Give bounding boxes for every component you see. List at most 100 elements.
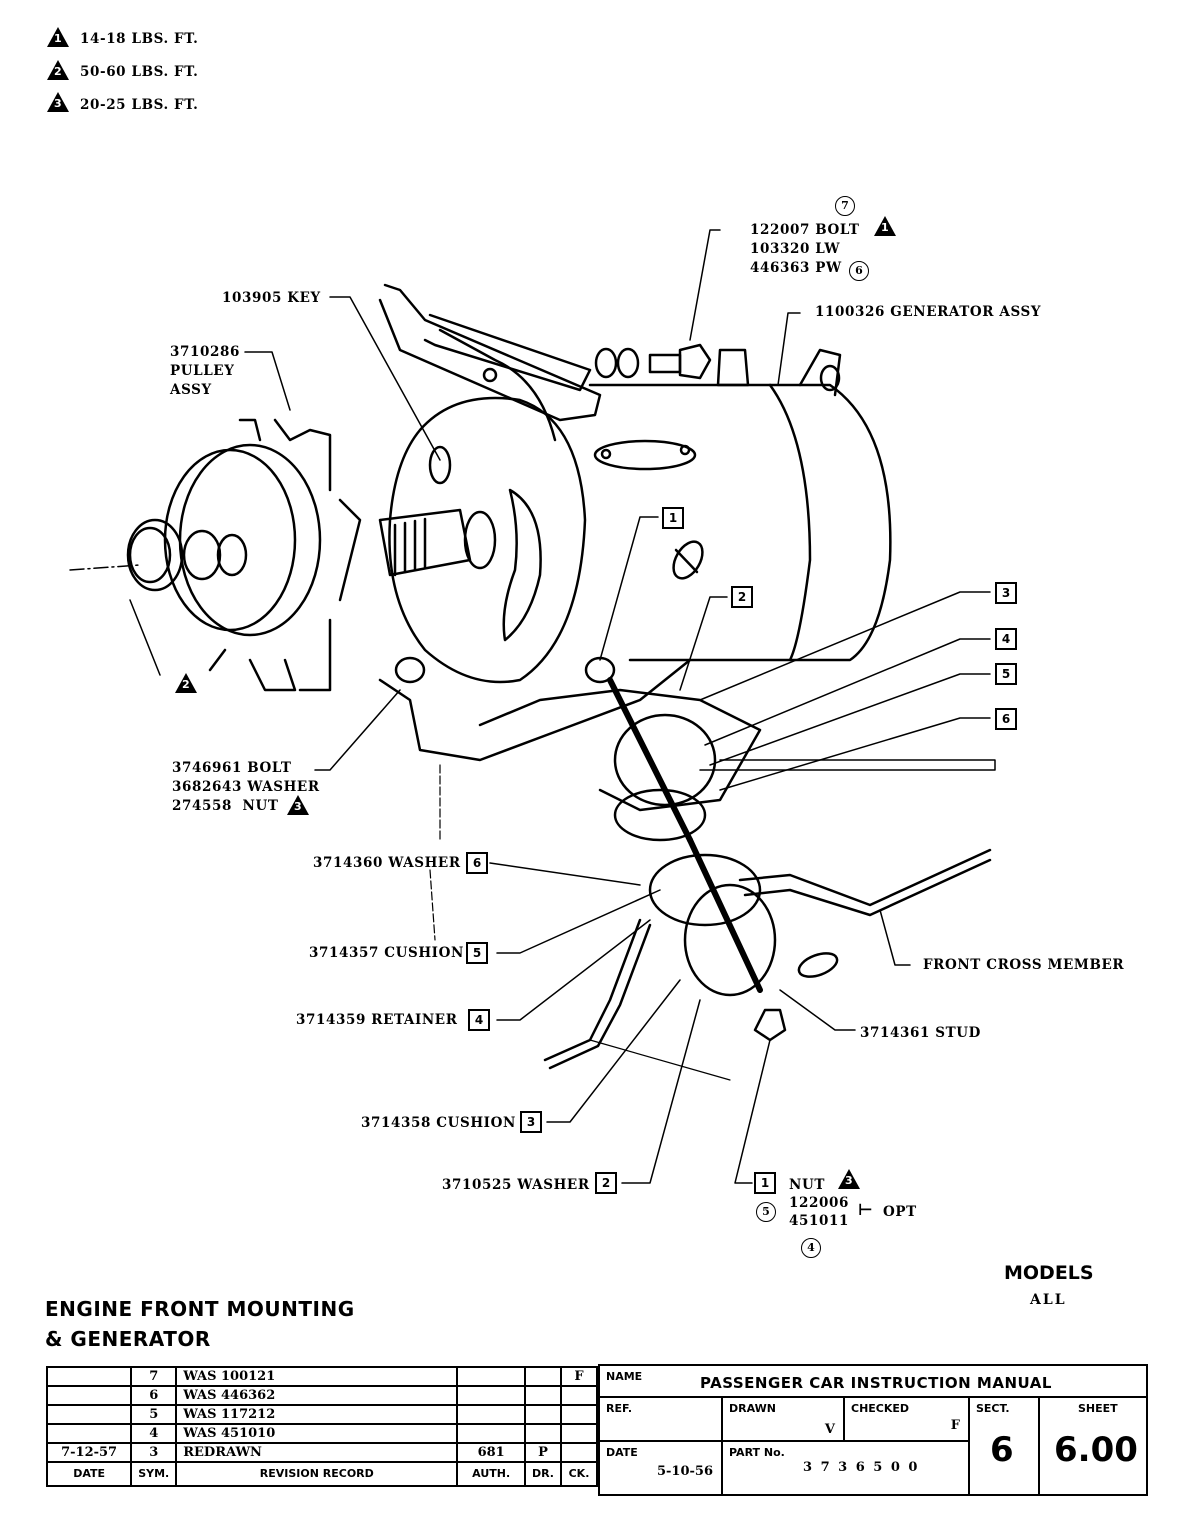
part-number-cell: PART No. 3 7 3 6 5 0 0: [721, 1440, 970, 1496]
item-box-6: 6: [466, 852, 488, 874]
part-number-value: 3 7 3 6 5 0 0: [803, 1460, 920, 1475]
date-value: 5-10-56: [656, 1464, 713, 1479]
rev-record: WAS 451010: [175, 1423, 459, 1444]
name-value: PASSENGER CAR INSTRUCTION MANUAL: [700, 1374, 1052, 1392]
item-box-1: 1: [754, 1172, 776, 1194]
nut-part-2: 451011: [789, 1213, 849, 1229]
torque-symbol-3-icon: 3: [838, 1169, 860, 1189]
front-cross-member-label: FRONT CROSS MEMBER: [923, 957, 1125, 973]
checked-label: CHECKED: [851, 1402, 910, 1415]
nut-part-1: 122006: [789, 1195, 849, 1211]
upper-box-6: 6: [995, 708, 1017, 730]
bolt-group-line-2: 103320 LW: [750, 241, 841, 257]
item-box-3: 3: [520, 1111, 542, 1133]
mount-bolt-line-1: 3746961 BOLT: [172, 760, 292, 776]
rev-auth: [456, 1366, 526, 1387]
header-record: REVISION RECORD: [175, 1461, 459, 1487]
rev-dr: [524, 1423, 562, 1444]
rev-record: WAS 117212: [175, 1404, 459, 1425]
header-date: DATE: [45, 1461, 133, 1487]
torque-value-3: 20-25 LBS. FT.: [80, 97, 199, 113]
rev-sym: 7: [130, 1366, 178, 1387]
torque-symbol-1-icon: 1: [47, 27, 69, 47]
stud-label: 3714361 STUD: [860, 1025, 981, 1041]
nut-1-label: NUT: [789, 1177, 825, 1193]
rev-dr: [524, 1366, 562, 1387]
item-box-4: 4: [468, 1009, 490, 1031]
drawn-cell: DRAWN V: [721, 1396, 845, 1442]
rev-auth: [456, 1404, 526, 1425]
rev-ck: [559, 1423, 599, 1444]
pulley-assembly: [69, 418, 362, 692]
adjusting-bracket: [378, 283, 602, 422]
rev-sym: 4: [130, 1423, 178, 1444]
generator-assy-label: 1100326 GENERATOR ASSY: [815, 304, 1042, 320]
table-row: 7 WAS 100121 F: [45, 1366, 599, 1387]
rev-sym: 3: [130, 1442, 178, 1463]
rev-record: REDRAWN: [175, 1442, 459, 1463]
models-heading: MODELS: [1004, 1262, 1094, 1284]
opt-label: OPT: [883, 1204, 917, 1220]
leader-lines: [129, 229, 991, 1184]
rev-date: [45, 1404, 133, 1425]
bolt-group-line-1: 122007 BOLT: [750, 222, 860, 238]
header-sym: SYM.: [130, 1461, 178, 1487]
rev-date: 7-12-57: [45, 1442, 133, 1463]
section-value: 6: [990, 1430, 1014, 1470]
drawing-title-line-2: & GENERATOR: [45, 1327, 211, 1351]
rev-auth: 681: [456, 1442, 526, 1463]
ref-label: REF.: [606, 1402, 633, 1415]
revision-circle-5: 5: [756, 1202, 776, 1222]
mount-bolt-line-2: 3682643 WASHER: [172, 779, 320, 795]
rev-ck: F: [559, 1366, 599, 1387]
torque-value-1: 14-18 LBS. FT.: [80, 31, 199, 47]
rev-dr: [524, 1385, 562, 1406]
cushion-5-label: 3714357 CUSHION: [309, 945, 464, 961]
header-ck: CK.: [559, 1461, 599, 1487]
rev-ck: [559, 1385, 599, 1406]
revision-record-table: 7 WAS 100121 F 6 WAS 446362 5 WAS 117212…: [45, 1366, 599, 1487]
section-label: SECT.: [976, 1402, 1010, 1415]
rev-record: WAS 100121: [175, 1366, 459, 1387]
header-auth: AUTH.: [456, 1461, 526, 1487]
rev-sym: 6: [130, 1385, 178, 1406]
pulley-assy-line-2: PULLEY: [170, 363, 235, 379]
mount-bolt-line-3: 274558 NUT: [172, 798, 279, 814]
sheet-cell: SHEET 6.00: [1038, 1396, 1148, 1496]
upper-box-4: 4: [995, 628, 1017, 650]
table-row: 5 WAS 117212: [45, 1404, 599, 1425]
name-cell: NAME PASSENGER CAR INSTRUCTION MANUAL: [598, 1364, 1148, 1398]
models-value: ALL: [1030, 1292, 1067, 1308]
pulley-assy-line-3: ASSY: [170, 382, 212, 398]
date-cell: DATE 5-10-56: [598, 1440, 723, 1496]
checked-value: F: [950, 1418, 960, 1433]
rev-dr: P: [524, 1442, 562, 1463]
section-cell: SECT. 6: [968, 1396, 1040, 1496]
table-row: 7-12-57 3 REDRAWN 681 P: [45, 1442, 599, 1463]
generator-body: [378, 328, 892, 684]
torque-symbol-2-icon: 2: [175, 673, 197, 693]
rev-ck: [559, 1442, 599, 1463]
drawn-value: V: [824, 1422, 835, 1437]
sheet-label: SHEET: [1078, 1402, 1118, 1415]
torque-symbol-1-icon: 1: [874, 216, 896, 236]
rev-dr: [524, 1404, 562, 1425]
checked-cell: CHECKED F: [843, 1396, 970, 1442]
rev-auth: [456, 1423, 526, 1444]
opt-bracket-icon: ⊢: [858, 1200, 873, 1219]
torque-symbol-2-icon: 2: [47, 60, 69, 80]
bolt-group-line-3: 446363 PW: [750, 260, 842, 276]
ref-cell: REF.: [598, 1396, 723, 1442]
key-label: 103905 KEY: [222, 290, 321, 306]
revision-circle-4: 4: [801, 1238, 821, 1258]
revision-circle-7: 7: [835, 196, 855, 216]
part-number-label: PART No.: [729, 1446, 785, 1459]
front-mount-assembly: [378, 656, 996, 1081]
upper-box-3: 3: [995, 582, 1017, 604]
upper-box-5: 5: [995, 663, 1017, 685]
cushion-3-label: 3714358 CUSHION: [361, 1115, 516, 1131]
rev-date: [45, 1385, 133, 1406]
washer-2-label: 3710525 WASHER: [442, 1177, 590, 1193]
table-row: 4 WAS 451010: [45, 1423, 599, 1444]
